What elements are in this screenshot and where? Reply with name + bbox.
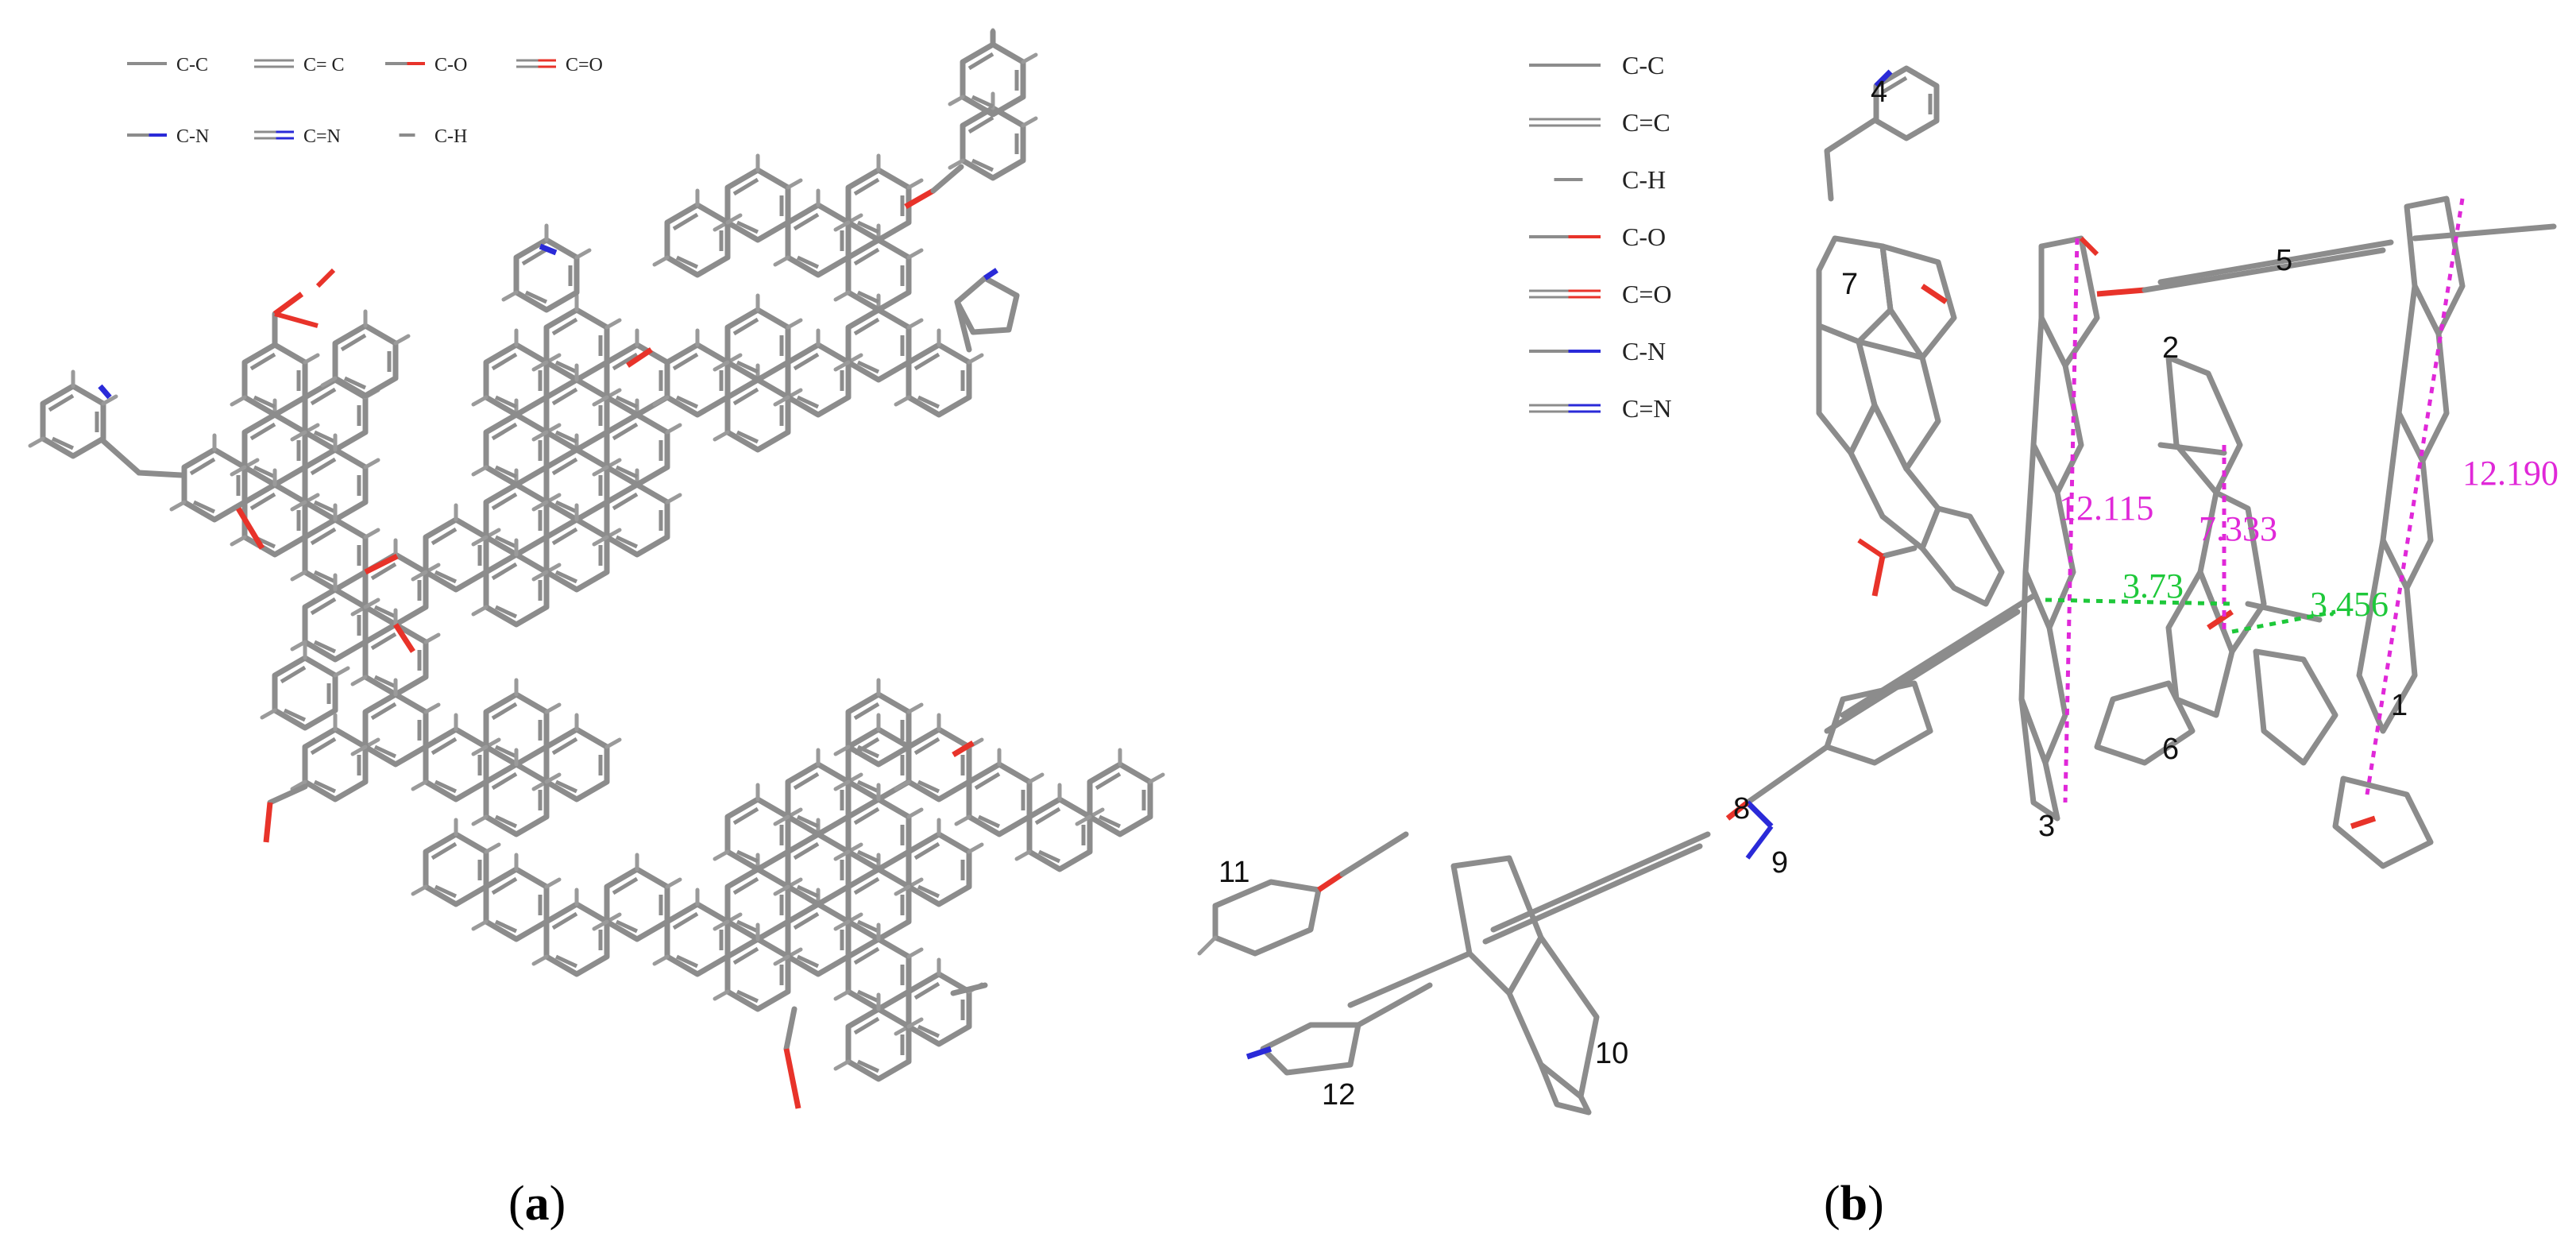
legend-a-swatch-1	[254, 59, 294, 68]
legend-b-label-2: C-H	[1622, 165, 1666, 194]
fragment-label-2: 2	[2162, 331, 2179, 365]
legend-a-label-0: C-C	[176, 55, 208, 75]
legend-b-swatch-4	[1529, 289, 1601, 299]
legend-a-label-4: C-N	[176, 126, 209, 147]
distance-label-373: 3.73	[2122, 567, 2184, 605]
legend-b-label-6: C=N	[1622, 394, 1672, 423]
fragment-label-11: 11	[1218, 856, 1249, 889]
panel-a-legend: C-C C= C C-O C=O C-N C=N C-H	[127, 55, 603, 147]
legend-a-swatch-5	[254, 130, 294, 140]
legend-b-label-4: C=O	[1622, 280, 1672, 308]
legend-a-label-2: C-O	[434, 55, 467, 75]
fragment-label-12: 12	[1322, 1078, 1355, 1112]
fragment-label-8: 8	[1733, 792, 1750, 826]
distance-label-3456: 3.456	[2310, 585, 2389, 624]
panel-a-molecule	[30, 30, 1163, 1109]
panel-b-caption: (b)	[1824, 1177, 1884, 1231]
legend-a-label-3: C=O	[566, 55, 603, 75]
fragment-label-6: 6	[2162, 733, 2179, 766]
panel-b-molecule	[1197, 68, 2557, 1116]
legend-b-swatch-6	[1529, 404, 1601, 413]
panel-b-legend: C-C C=C C-H C-O C=O C-N C=N	[1529, 51, 1672, 423]
fragment-label-9: 9	[1771, 846, 1788, 880]
distance-label-12115: 12.115	[2059, 489, 2153, 528]
legend-b-swatch-1	[1529, 118, 1601, 127]
fragment-label-1: 1	[2391, 689, 2408, 722]
legend-b-label-5: C-N	[1622, 337, 1666, 365]
fragment-label-7: 7	[1841, 268, 1858, 301]
legend-b-label-0: C-C	[1622, 51, 1664, 79]
legend-a-label-1: C= C	[303, 55, 345, 75]
legend-a-label-6: C-H	[434, 126, 467, 147]
legend-b-label-3: C-O	[1622, 222, 1666, 251]
legend-a-swatch-3	[516, 59, 556, 68]
legend-a-label-5: C=N	[303, 126, 341, 147]
fragment-label-4: 4	[1871, 75, 1887, 109]
distance-label-7333: 7.333	[2199, 509, 2277, 548]
legend-b-label-1: C=C	[1622, 108, 1670, 137]
fragment-label-3: 3	[2038, 810, 2055, 843]
fragment-label-10: 10	[1595, 1037, 1628, 1070]
panel-a-caption: (a)	[508, 1177, 566, 1231]
distance-label-12190: 12.190	[2462, 454, 2559, 493]
fragment-label-5: 5	[2276, 244, 2292, 277]
